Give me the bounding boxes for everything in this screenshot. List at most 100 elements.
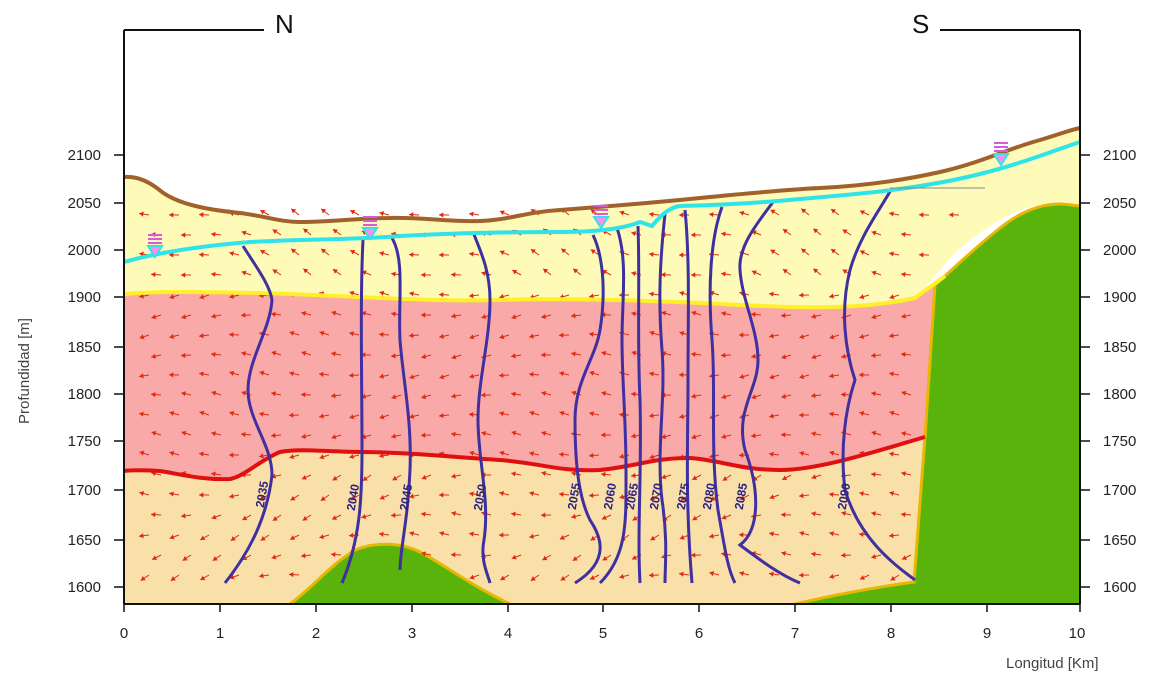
y-tick-label-right: 1700 bbox=[1103, 482, 1136, 499]
flow-arrow-head bbox=[409, 291, 414, 297]
flow-arrow-head bbox=[511, 391, 516, 397]
flow-arrow-head bbox=[301, 433, 307, 439]
flow-arrow-head bbox=[421, 551, 426, 557]
flow-arrow-head bbox=[543, 268, 549, 274]
flow-arrow-head bbox=[799, 292, 804, 298]
flow-arrow-head bbox=[859, 372, 864, 378]
flow-arrow-head bbox=[481, 314, 487, 320]
flow-arrow-head bbox=[241, 312, 246, 318]
flow-arrow-head bbox=[589, 492, 594, 499]
flow-arrow-head bbox=[199, 492, 204, 498]
flow-arrow-head bbox=[679, 330, 685, 336]
flow-arrow-head bbox=[801, 208, 807, 214]
flow-arrow-head bbox=[559, 451, 564, 458]
flow-arrow-head bbox=[349, 290, 355, 296]
flow-arrow-head bbox=[229, 370, 235, 376]
flow-arrow-head bbox=[319, 413, 324, 419]
flow-arrow-head bbox=[739, 332, 744, 338]
flow-arrow-head bbox=[631, 350, 637, 356]
flow-arrow-head bbox=[691, 351, 696, 357]
flow-arrow-head bbox=[901, 313, 906, 319]
flow-arrow-head bbox=[350, 495, 356, 501]
flow-arrow-head bbox=[691, 552, 696, 558]
flow-arrow-head bbox=[631, 472, 636, 479]
flow-arrow-head bbox=[890, 575, 896, 581]
flow-arrow-head bbox=[811, 393, 816, 399]
flow-arrow-head bbox=[751, 433, 756, 439]
x-tick-label: 3 bbox=[408, 625, 416, 642]
flow-arrow-head bbox=[350, 209, 356, 215]
flow-arrow-head bbox=[421, 474, 427, 480]
flow-arrow-head bbox=[619, 494, 625, 500]
flow-arrow-head bbox=[439, 412, 444, 419]
flow-arrow-head bbox=[722, 476, 728, 481]
flow-arrow-head bbox=[169, 491, 174, 497]
flow-arrow-head bbox=[139, 334, 145, 340]
flow-arrow-head bbox=[301, 553, 306, 559]
flow-arrow-head bbox=[650, 535, 656, 541]
isoline bbox=[683, 209, 694, 584]
flow-arrow-head bbox=[289, 572, 294, 578]
flow-arrow-head bbox=[601, 471, 606, 477]
flow-arrow-head bbox=[331, 310, 337, 316]
basement-left bbox=[290, 544, 510, 604]
flow-arrow-head bbox=[199, 252, 204, 258]
flow-arrow-head bbox=[631, 391, 636, 397]
flow-arrow-head bbox=[451, 511, 457, 517]
flow-arrow-head bbox=[290, 535, 296, 540]
flow-arrow-head bbox=[889, 251, 894, 257]
y-tick-label: 1750 bbox=[68, 433, 101, 450]
flow-arrow-head bbox=[151, 353, 156, 359]
flow-arrow-head bbox=[691, 272, 696, 278]
flow-arrow-head bbox=[661, 434, 667, 440]
flow-arrow-head bbox=[679, 571, 684, 577]
flow-arrow-head bbox=[259, 370, 265, 376]
flow-arrow-head bbox=[259, 494, 265, 500]
flow-arrow-head bbox=[170, 576, 176, 581]
flow-arrow-head bbox=[601, 515, 607, 520]
flow-arrow-head bbox=[871, 471, 876, 478]
flow-arrow-head bbox=[139, 450, 145, 456]
flow-arrow-head bbox=[541, 313, 547, 319]
flow-arrow-head bbox=[511, 353, 516, 359]
flow-arrow-head bbox=[139, 491, 145, 497]
flow-arrow-head bbox=[499, 372, 504, 378]
isoline bbox=[708, 206, 737, 584]
flow-arrow-head bbox=[739, 571, 745, 577]
flow-arrow-head bbox=[811, 551, 816, 557]
flow-arrow-head bbox=[199, 451, 204, 457]
flow-arrow-head bbox=[859, 250, 865, 255]
x-axis-title: Longitud [Km] bbox=[1006, 655, 1099, 672]
y-axis-title: Profundidad [m] bbox=[16, 318, 33, 424]
flow-arrow-head bbox=[589, 411, 594, 417]
flow-arrow-head bbox=[499, 411, 504, 417]
water-table bbox=[123, 140, 1081, 264]
y-tick-label-right: 2100 bbox=[1103, 147, 1136, 164]
flow-arrow-head bbox=[499, 293, 505, 299]
flow-arrow-head bbox=[571, 390, 577, 396]
flow-arrow-head bbox=[829, 531, 835, 537]
flow-arrow-head bbox=[751, 270, 757, 276]
flow-arrow-head bbox=[331, 434, 337, 440]
flow-arrow-head bbox=[769, 291, 774, 297]
flow-arrow-head bbox=[619, 453, 625, 459]
flow-arrow-head bbox=[530, 249, 536, 254]
flow-arrow-head bbox=[421, 511, 426, 517]
flow-arrow-head bbox=[379, 414, 385, 420]
flow-arrow-head bbox=[649, 291, 654, 297]
flow-arrow-head bbox=[590, 535, 596, 541]
flow-arrow-head bbox=[590, 249, 596, 255]
isoline bbox=[841, 187, 916, 582]
flow-arrow-head bbox=[241, 230, 247, 236]
flow-arrow-head bbox=[679, 372, 684, 378]
flow-arrow-head bbox=[421, 312, 426, 318]
flow-arrow-head bbox=[709, 533, 714, 539]
well-marker-icon bbox=[992, 142, 1010, 167]
flow-arrow-head bbox=[813, 228, 819, 234]
flow-arrow-head bbox=[871, 511, 876, 517]
flow-arrow-head bbox=[709, 571, 715, 577]
flow-arrow-head bbox=[811, 431, 816, 437]
flow-arrow-head bbox=[289, 412, 294, 418]
flow-arrow-head bbox=[499, 532, 504, 538]
